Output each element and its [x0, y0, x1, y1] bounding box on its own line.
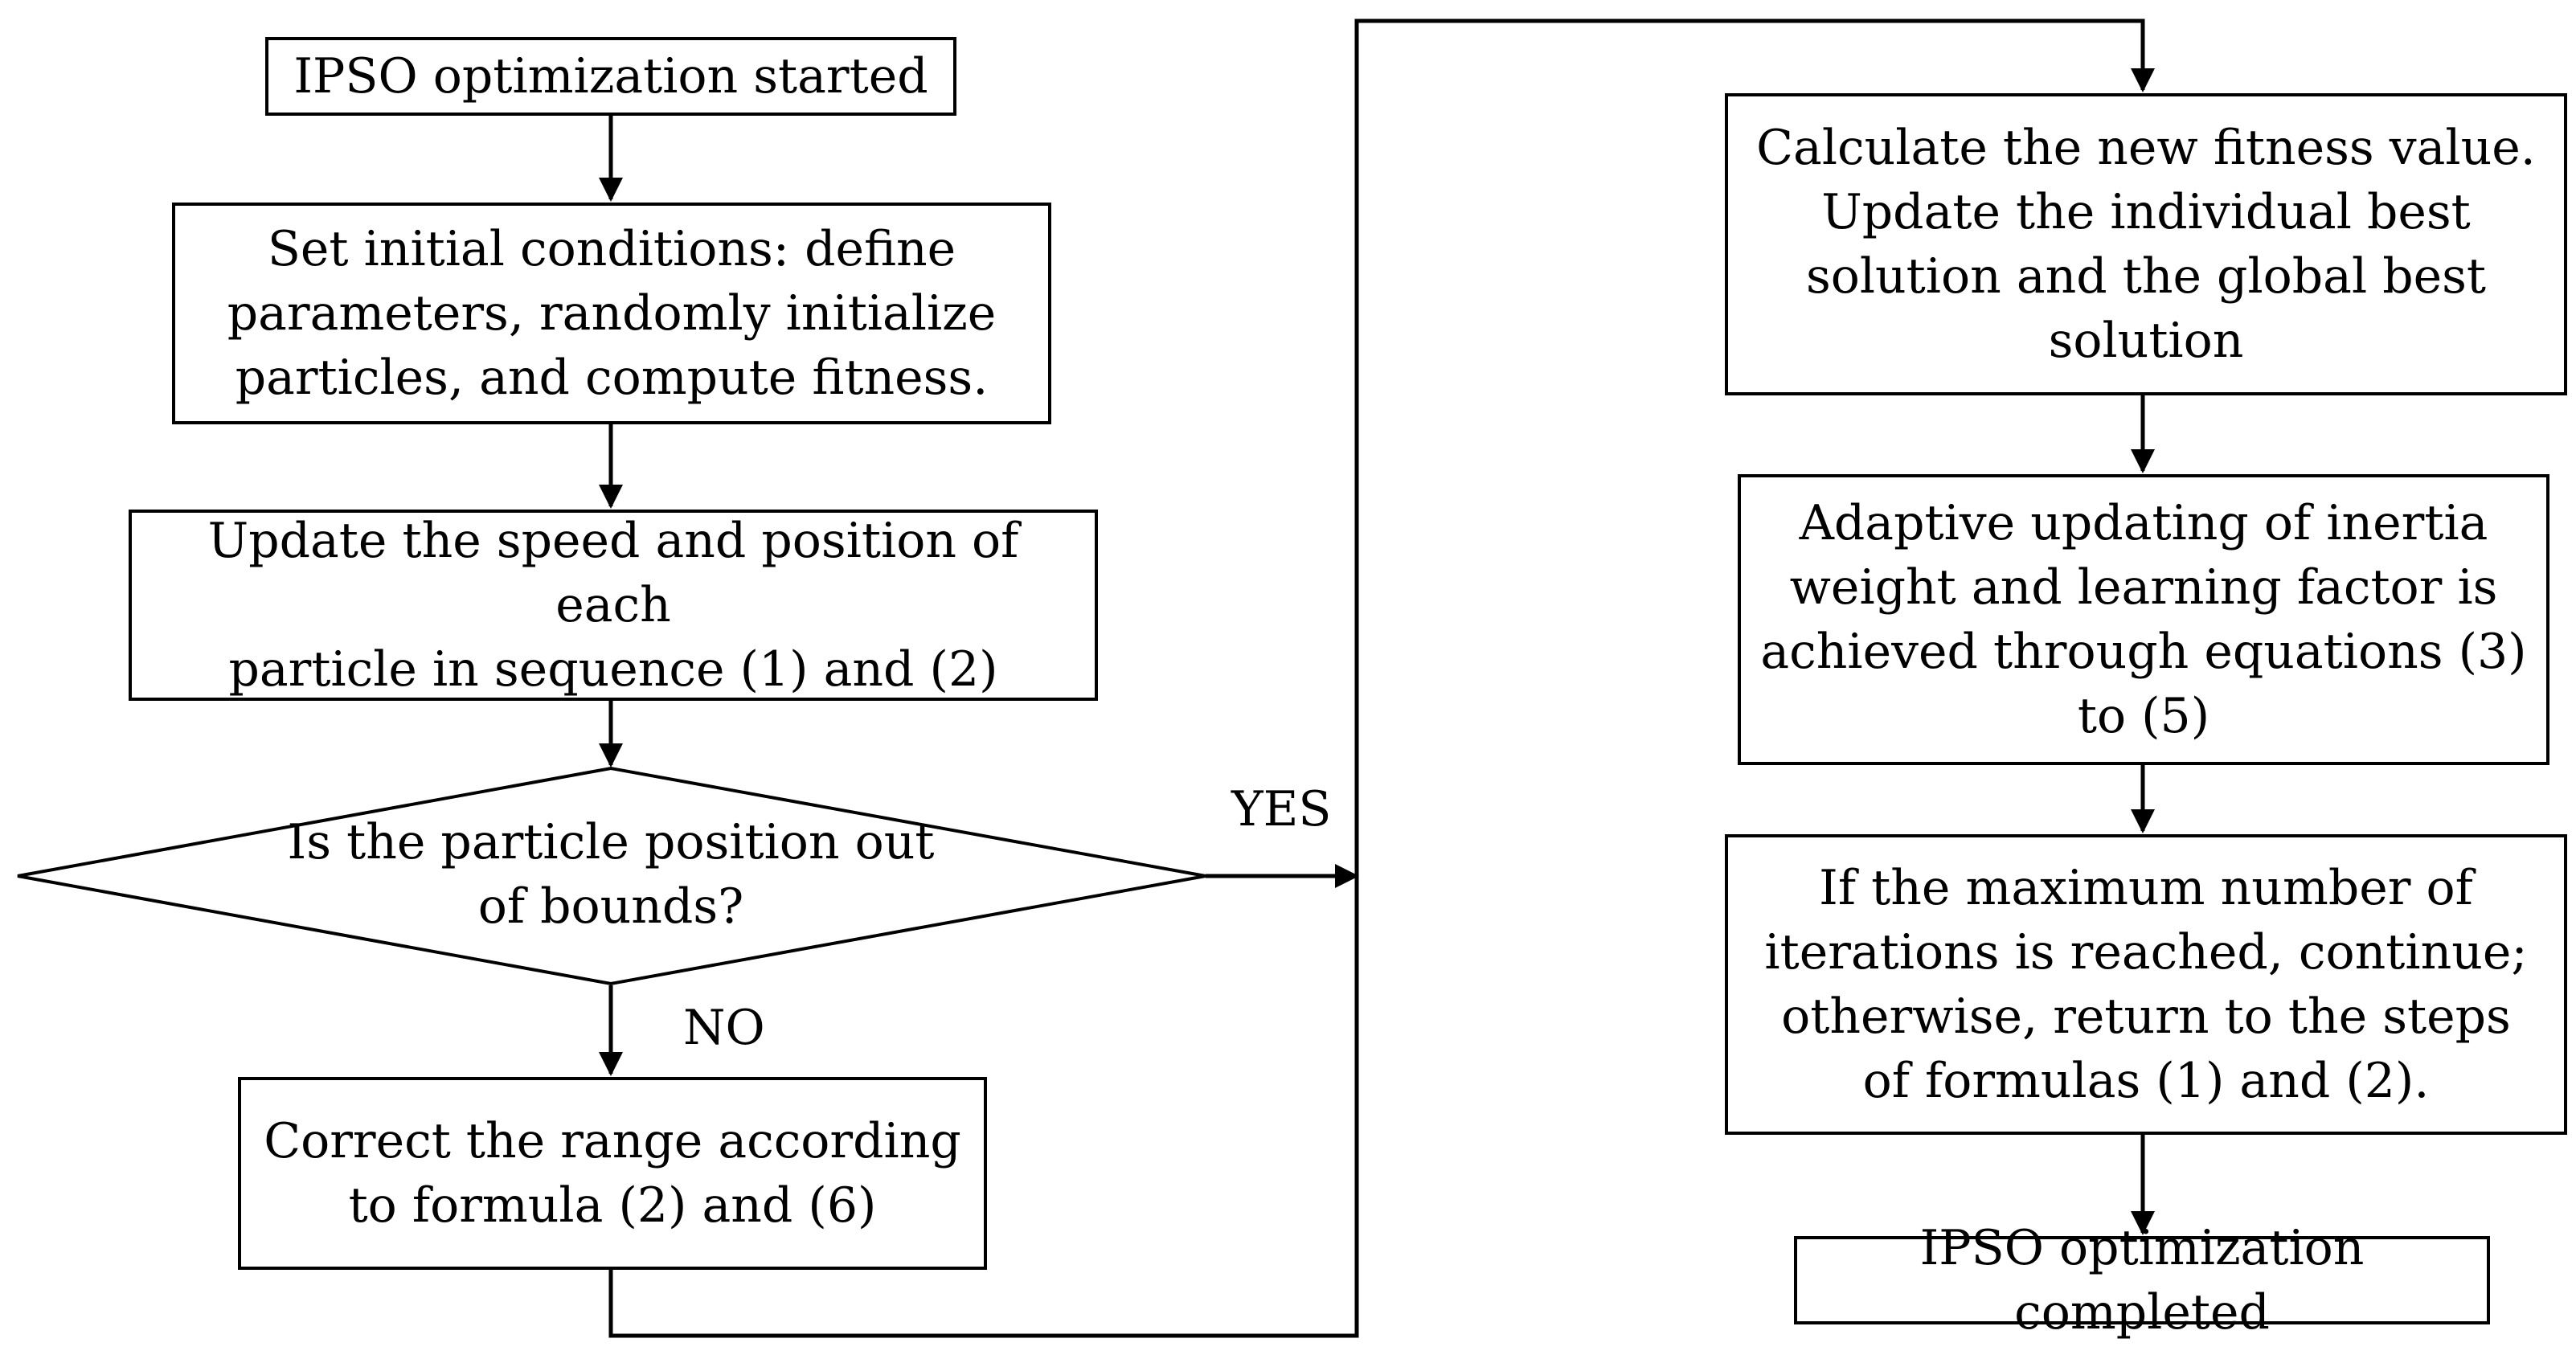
end-node: IPSO optimization completed — [1794, 1220, 2490, 1341]
init-conditions-node: Set initial conditions: define parameter… — [172, 203, 1051, 424]
no-label: NO — [683, 1000, 765, 1056]
adaptive-update-node: Adaptive updating of inertia weight and … — [1738, 474, 2549, 765]
update-speed-node: Update the speed and position of each pa… — [129, 510, 1098, 701]
correct-range-node: Correct the range according to formula (… — [238, 1077, 987, 1270]
yes-label: YES — [1231, 781, 1332, 837]
fitness-update-node: Calculate the new fitness value. Update … — [1725, 93, 2567, 395]
decision-text: Is the particle position out of bounds? — [287, 814, 935, 935]
decision-diamond — [17, 766, 1206, 986]
connector-correct-to-fitness — [608, 18, 2155, 1338]
iteration-check-node: If the maximum number of iterations is r… — [1725, 834, 2567, 1135]
start-node: IPSO optimization started — [265, 37, 956, 116]
